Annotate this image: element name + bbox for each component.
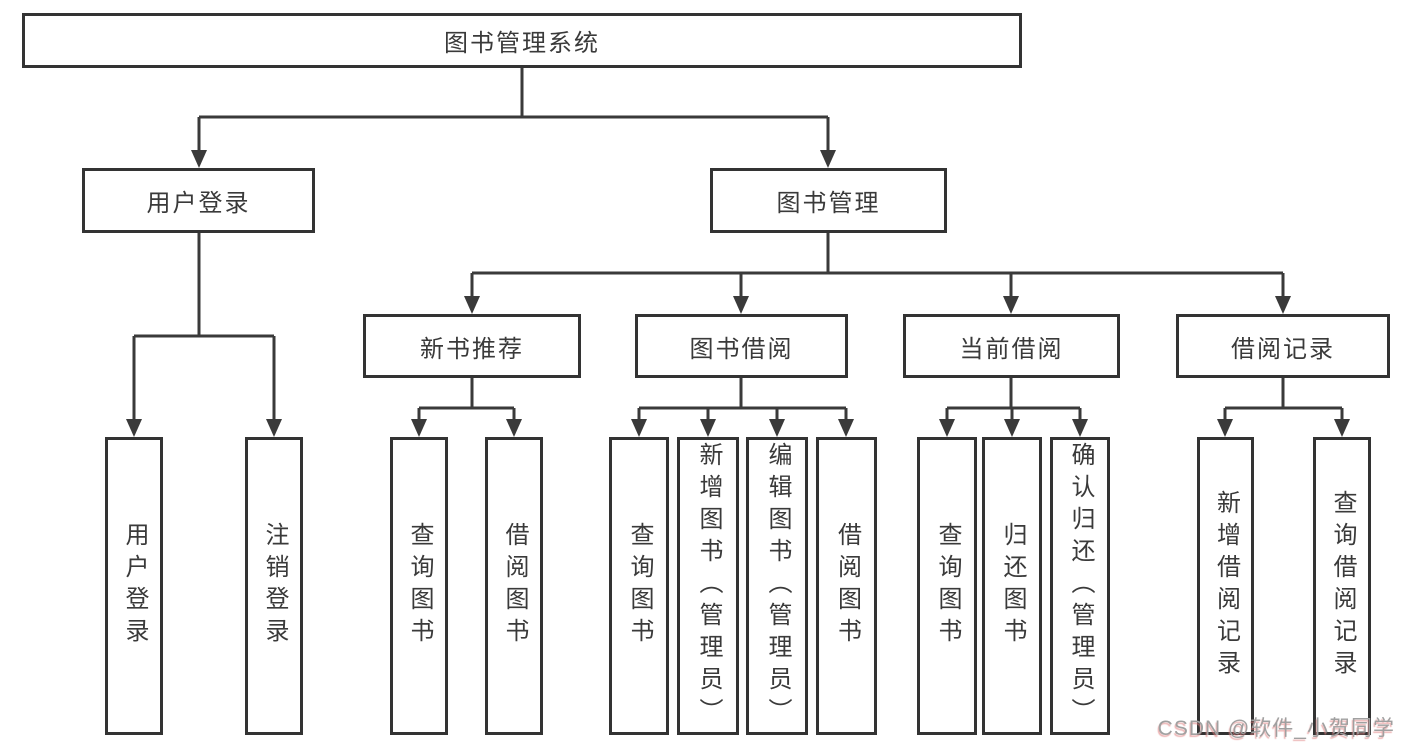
leaf-query-book-newrec: 查询图书 [390, 437, 448, 735]
node-borrow-records: 借阅记录 [1176, 314, 1390, 378]
node-root: 图书管理系统 [22, 13, 1022, 68]
leaf-query-borrow-record: 查询借阅记录 [1313, 437, 1371, 735]
leaf-query-book-current: 查询图书 [917, 437, 977, 735]
csdn-watermark: CSDN @软件_小贺同学 [1157, 717, 1395, 740]
leaf-borrow-book: 借阅图书 [816, 437, 877, 735]
leaf-return-book: 归还图书 [982, 437, 1042, 735]
leaf-add-borrow-record: 新增借阅记录 [1197, 437, 1254, 735]
leaf-borrow-book-newrec: 借阅图书 [485, 437, 543, 735]
leaf-edit-book-admin: 编辑图书（管理员） [746, 437, 808, 735]
node-new-book-recommend: 新书推荐 [363, 314, 581, 378]
leaf-confirm-return-admin: 确认归还（管理员） [1050, 437, 1110, 735]
leaf-add-book-admin: 新增图书（管理员） [677, 437, 739, 735]
leaf-user-login: 用户登录 [105, 437, 163, 735]
node-current-borrow: 当前借阅 [903, 314, 1120, 378]
leaf-logout: 注销登录 [245, 437, 303, 735]
node-book-borrow: 图书借阅 [635, 314, 848, 378]
node-book-management: 图书管理 [710, 168, 947, 233]
node-user-login: 用户登录 [82, 168, 315, 233]
leaf-query-book-borrow: 查询图书 [609, 437, 669, 735]
